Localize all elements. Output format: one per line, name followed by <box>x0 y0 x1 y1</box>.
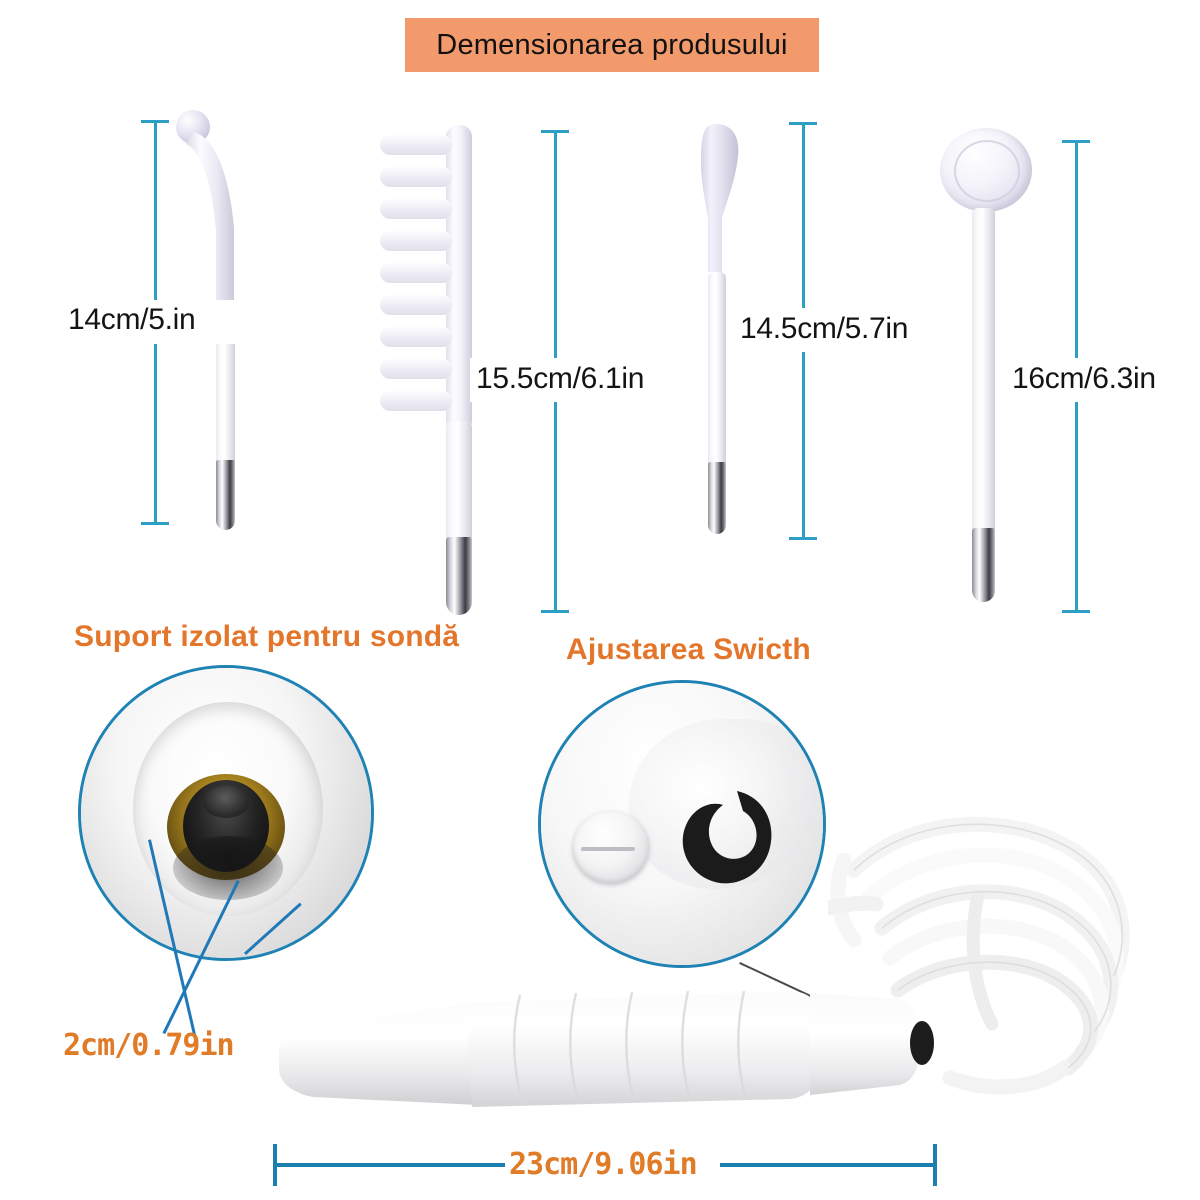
tongue-head <box>700 124 739 272</box>
handheld-wand <box>265 985 965 1120</box>
tongue-probe <box>680 122 770 542</box>
bent-ball-probe <box>170 100 290 540</box>
tongue-shaft <box>708 272 726 472</box>
comb-probe <box>372 125 502 615</box>
dimension-cap-bottom-2 <box>541 610 569 613</box>
switch-inset <box>538 680 826 968</box>
page-title: Demensionarea produsului <box>436 28 788 61</box>
dimension-label-4: 16cm/6.3in <box>1012 362 1156 395</box>
label-mask-4 <box>1008 358 1188 402</box>
mushroom-probe <box>940 128 1050 608</box>
label-mask-2 <box>470 358 710 402</box>
mushroom-shaft <box>972 208 995 538</box>
dimension-cap-bottom-1 <box>141 522 169 525</box>
switch-hook-icon <box>682 791 772 884</box>
title-banner: Demensionarea produsului <box>405 18 819 72</box>
mushroom-metal-base <box>972 528 995 602</box>
handle-label-mask <box>505 1143 720 1187</box>
wand-nose-cone <box>279 1003 479 1105</box>
tongue-metal-base <box>708 462 726 534</box>
handle-dimension-cap-right <box>933 1144 937 1186</box>
wand-rear-end <box>810 993 934 1095</box>
probe-holder-dimension-label: 2cm/0.79in <box>63 1028 235 1063</box>
probe-holder-heading: Suport izolat pentru sondă <box>74 620 460 653</box>
dimension-label-2: 15.5cm/6.1in <box>476 362 645 395</box>
label-mask-1 <box>60 300 255 344</box>
comb-metal-base <box>446 537 472 615</box>
dimension-label-1: 14cm/5.in <box>68 303 196 336</box>
label-mask-3 <box>735 308 927 352</box>
dimension-label-3: 14.5cm/5.7in <box>740 312 909 345</box>
switch-heading: Ajustarea Swicth <box>566 633 811 666</box>
socket-center-pin <box>203 786 249 818</box>
probe-curved-neck <box>186 132 234 314</box>
adjustment-knob-indicator <box>581 847 635 851</box>
dimension-cap-bottom-3 <box>789 537 817 540</box>
socket-lower-shadow <box>173 836 283 900</box>
probe-holder-inset <box>78 665 374 961</box>
wand-ribbed-grip <box>466 990 826 1107</box>
handle-dimension-label: 23cm/9.06in <box>509 1147 698 1182</box>
mushroom-head-inner-ring <box>954 140 1020 202</box>
probe-shaft <box>216 306 235 466</box>
probe-metal-base <box>216 460 235 530</box>
power-cable-coil <box>828 816 1130 1095</box>
dimension-cap-bottom-4 <box>1062 610 1090 613</box>
